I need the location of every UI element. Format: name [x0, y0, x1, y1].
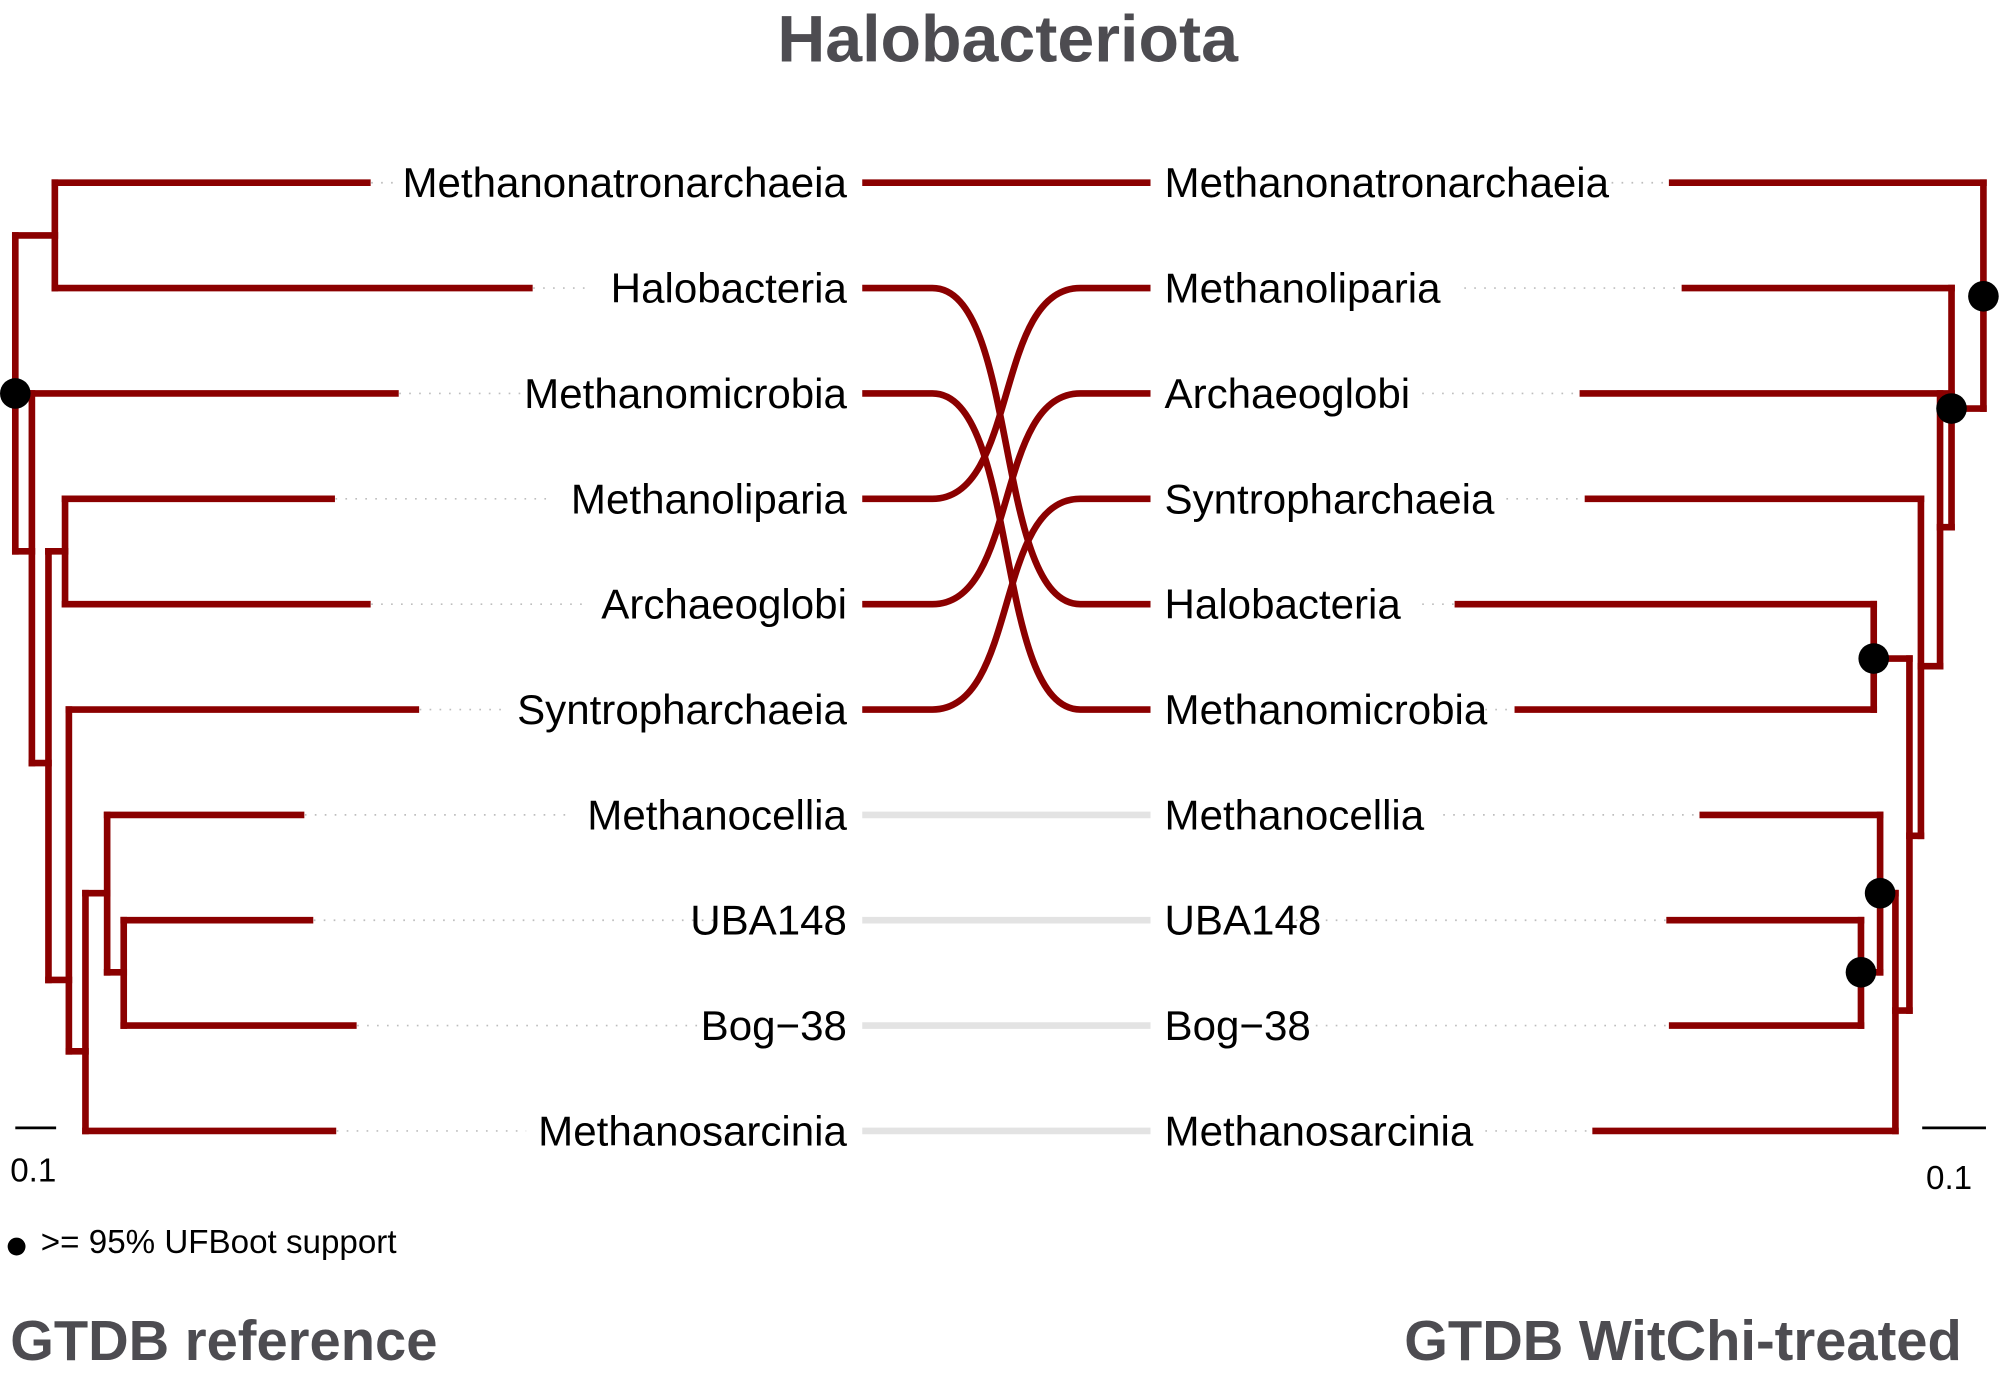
- right-support-node: [1968, 280, 1999, 312]
- right-support-node: [1864, 877, 1896, 909]
- connector-halobacteria: [862, 284, 1151, 608]
- left-tip-label: Methanosarcinia: [538, 1107, 847, 1154]
- left-tip-label: Bog−38: [701, 1002, 847, 1049]
- connector-syntropharchaeia: [862, 495, 1151, 713]
- right-scale-bar-label: 0.1: [1926, 1160, 1972, 1197]
- left-tip-label: Methanonatronarchaeia: [402, 159, 847, 206]
- left-tip-label: Archaeoglobi: [601, 581, 847, 628]
- left-tip-label: Methanoliparia: [571, 475, 848, 522]
- right-tree-title: GTDB WitChi-treated: [1404, 1309, 1961, 1372]
- right-tip-label: Archaeoglobi: [1165, 370, 1411, 417]
- left-tree-title: GTDB reference: [10, 1309, 437, 1372]
- legend: >= 95% UFBoot support: [7, 1224, 397, 1261]
- right-support-node: [1936, 393, 1967, 424]
- figure-title: Halobacteriota: [777, 3, 1239, 77]
- connector-archaeoglobi: [862, 390, 1151, 608]
- tanglegram-connectors: [862, 179, 1151, 1135]
- left-tip-label: Halobacteria: [611, 265, 848, 312]
- right-tip-label: Syntropharchaeia: [1165, 475, 1495, 522]
- right-tip-label: Methanomicrobia: [1165, 686, 1488, 733]
- left-tip-label: Methanocellia: [587, 791, 847, 838]
- connector-methanoliparia: [862, 284, 1151, 503]
- right-support-node: [1845, 956, 1877, 988]
- right-tip-label: UBA148: [1165, 897, 1322, 944]
- right-tip-label: Bog−38: [1165, 1002, 1311, 1049]
- right-tree-leaders: [1295, 181, 1699, 1132]
- left-tree-labels: MethanonatronarchaeiaHalobacteriaMethano…: [402, 159, 847, 1154]
- right-tip-label: Methanonatronarchaeia: [1165, 159, 1610, 206]
- right-tip-label: Methanosarcinia: [1165, 1107, 1474, 1154]
- left-tip-label: Syntropharchaeia: [517, 686, 847, 733]
- connector-methanomicrobia: [862, 390, 1151, 713]
- left-tree: [11, 179, 533, 1135]
- right-tip-label: Methanocellia: [1165, 791, 1425, 838]
- right-tree: [1454, 179, 1987, 1135]
- right-tip-label: Methanoliparia: [1165, 265, 1442, 312]
- support-legend-label: >= 95% UFBoot support: [41, 1224, 397, 1261]
- support-nodes: [0, 280, 1999, 988]
- left-tip-label: Methanomicrobia: [524, 370, 847, 417]
- right-tree-labels: MethanonatronarchaeiaMethanolipariaArcha…: [1165, 159, 1610, 1154]
- left-scale-bar-label: 0.1: [10, 1152, 56, 1189]
- left-tip-label: UBA148: [690, 897, 847, 944]
- left-tree-leaders: [304, 181, 716, 1132]
- right-support-node: [1858, 643, 1890, 674]
- support-legend-icon: [7, 1237, 26, 1256]
- left-support-node: [0, 378, 31, 409]
- right-tip-label: Halobacteria: [1165, 581, 1402, 628]
